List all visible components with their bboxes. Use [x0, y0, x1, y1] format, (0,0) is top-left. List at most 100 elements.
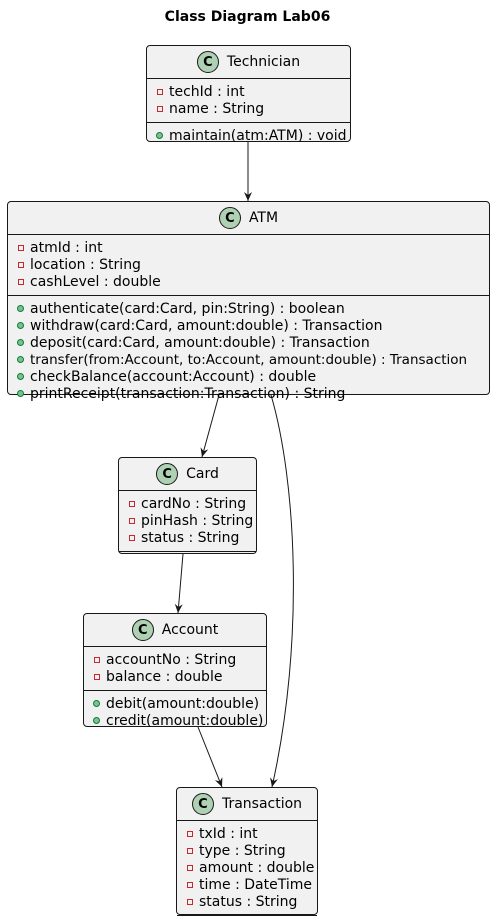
class-atm[interactable]: C ATM atmId : int location : String cash… [7, 201, 490, 402]
class-transaction[interactable]: C Transaction txId : int type : String a… [176, 787, 318, 916]
attribute-row: balance : double [92, 668, 266, 685]
public-icon [17, 305, 24, 312]
attribute-row: techId : int [155, 83, 350, 100]
method-row: maintain(atm:ATM) : void [155, 127, 350, 144]
methods-section [177, 915, 317, 924]
class-name: ATM [248, 210, 279, 226]
attribute-row: pinHash : String [127, 512, 256, 529]
private-icon [186, 898, 193, 905]
private-icon [186, 830, 193, 837]
private-icon [156, 88, 163, 95]
private-icon [17, 278, 24, 285]
class-name: Card [186, 466, 219, 482]
attribute-row: time : DateTime [185, 876, 317, 893]
attribute-row: atmId : int [16, 239, 489, 256]
attribute-text: txId : int [199, 825, 258, 842]
method-text: credit(amount:double) [106, 712, 264, 729]
class-marker-icon: C [191, 793, 214, 815]
private-icon [128, 500, 135, 507]
attribute-text: type : String [199, 842, 286, 859]
method-row: printReceipt(transaction:Transaction) : … [16, 385, 489, 402]
attribute-text: amount : double [199, 859, 315, 876]
attribute-row: status : String [127, 529, 256, 546]
method-text: transfer(from:Account, to:Account, amoun… [30, 351, 468, 368]
public-icon [17, 356, 24, 363]
private-icon [93, 673, 100, 680]
attribute-text: location : String [30, 256, 141, 273]
attribute-row: status : String [185, 893, 317, 910]
attributes-section: txId : int type : String amount : double… [177, 821, 317, 915]
private-icon [128, 517, 135, 524]
method-text: withdraw(card:Card, amount:double) : Tra… [30, 317, 383, 334]
attribute-text: atmId : int [30, 239, 103, 256]
public-icon [17, 373, 24, 380]
private-icon [186, 881, 193, 888]
attribute-text: status : String [141, 529, 240, 546]
class-marker-icon: C [218, 207, 241, 229]
class-marker-icon: C [196, 51, 219, 73]
private-icon [186, 847, 193, 854]
attribute-text: pinHash : String [141, 512, 254, 529]
public-icon [156, 132, 163, 139]
class-header: C Card [119, 458, 256, 491]
public-icon [93, 700, 100, 707]
class-header: C ATM [8, 202, 489, 235]
attributes-section: techId : int name : String [147, 79, 350, 122]
attribute-text: cardNo : String [141, 495, 247, 512]
attribute-text: time : DateTime [199, 876, 312, 893]
association-atm-card [200, 394, 220, 458]
public-icon [17, 339, 24, 346]
method-text: authenticate(card:Card, pin:String) : bo… [30, 300, 345, 317]
method-row: credit(amount:double) [92, 712, 266, 729]
class-marker-icon: C [156, 463, 179, 485]
method-text: checkBalance(account:Account) : double [30, 368, 317, 385]
attribute-row: cashLevel : double [16, 273, 489, 290]
public-icon [17, 390, 24, 397]
private-icon [17, 261, 24, 268]
method-row: authenticate(card:Card, pin:String) : bo… [16, 300, 489, 317]
class-account[interactable]: C Account accountNo : String balance : d… [83, 613, 267, 729]
method-row: debit(amount:double) [92, 695, 266, 712]
association-atm-transaction [270, 394, 294, 788]
method-text: maintain(atm:ATM) : void [169, 127, 347, 144]
diagram-title: Class Diagram Lab06 [164, 9, 331, 25]
class-header: C Account [84, 614, 266, 647]
method-row: deposit(card:Card, amount:double) : Tran… [16, 334, 489, 351]
attributes-section: atmId : int location : String cashLevel … [8, 235, 489, 295]
attribute-row: name : String [155, 100, 350, 117]
private-icon [17, 244, 24, 251]
class-name: Account [161, 622, 219, 638]
attribute-row: amount : double [185, 859, 317, 876]
public-icon [93, 717, 100, 724]
attribute-text: balance : double [106, 668, 223, 685]
attribute-row: txId : int [185, 825, 317, 842]
class-header: C Technician [147, 46, 350, 79]
class-header: C Transaction [177, 788, 317, 821]
method-row: checkBalance(account:Account) : double [16, 368, 489, 385]
attribute-row: accountNo : String [92, 651, 266, 668]
methods-section: maintain(atm:ATM) : void [147, 122, 350, 149]
attribute-text: status : String [199, 893, 298, 910]
public-icon [17, 322, 24, 329]
method-text: debit(amount:double) [106, 695, 260, 712]
attribute-row: cardNo : String [127, 495, 256, 512]
private-icon [156, 105, 163, 112]
private-icon [93, 656, 100, 663]
methods-section [119, 551, 256, 560]
class-card[interactable]: C Card cardNo : String pinHash : String … [118, 457, 257, 554]
class-name: Transaction [221, 796, 303, 812]
association-card-account [174, 553, 184, 614]
class-marker-icon: C [131, 619, 154, 641]
attribute-text: accountNo : String [106, 651, 237, 668]
attribute-text: name : String [169, 100, 265, 117]
attributes-section: accountNo : String balance : double [84, 647, 266, 690]
method-text: deposit(card:Card, amount:double) : Tran… [30, 334, 370, 351]
method-row: transfer(from:Account, to:Account, amoun… [16, 351, 489, 368]
private-icon [186, 864, 193, 871]
attribute-row: location : String [16, 256, 489, 273]
private-icon [128, 534, 135, 541]
method-row: withdraw(card:Card, amount:double) : Tra… [16, 317, 489, 334]
methods-section: debit(amount:double) credit(amount:doubl… [84, 690, 266, 734]
class-technician[interactable]: C Technician techId : int name : String … [146, 45, 351, 144]
